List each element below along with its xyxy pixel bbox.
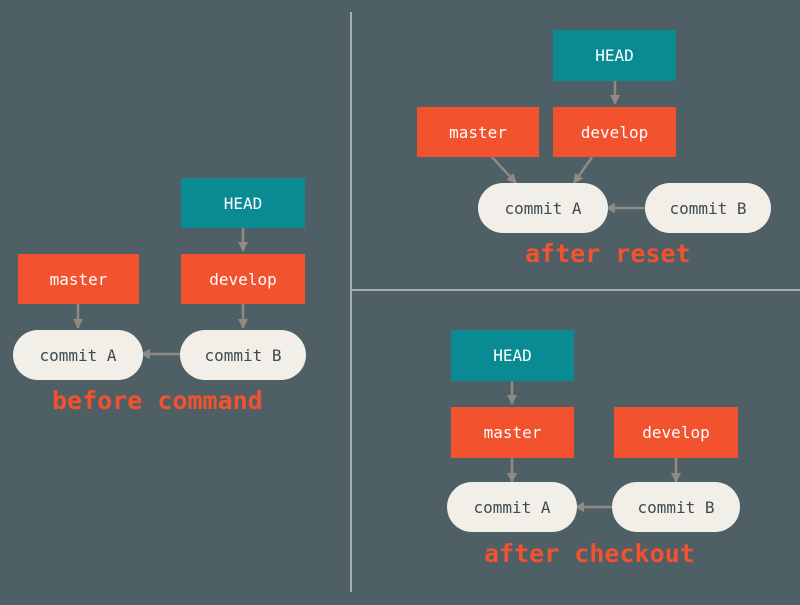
commit-b-reset: commit B — [645, 183, 771, 233]
master-branch-before: master — [18, 254, 139, 304]
develop-branch-reset: develop — [553, 107, 676, 157]
commit-b-checkout: commit B — [612, 482, 740, 532]
caption-after-checkout: after checkout — [484, 539, 695, 568]
head-ref-checkout: HEAD — [451, 330, 574, 381]
head-ref-reset: HEAD — [553, 30, 676, 81]
vertical-divider — [350, 12, 352, 592]
develop-branch-checkout: develop — [614, 407, 738, 458]
head-ref-before: HEAD — [181, 178, 305, 228]
commit-a-checkout: commit A — [447, 482, 577, 532]
caption-before-command: before command — [52, 386, 263, 415]
horizontal-divider — [351, 289, 800, 291]
commit-a-reset: commit A — [478, 183, 608, 233]
commit-a-before: commit A — [13, 330, 143, 380]
caption-after-reset: after reset — [525, 239, 691, 268]
develop-branch-before: develop — [181, 254, 305, 304]
master-branch-reset: master — [417, 107, 539, 157]
arrow-master-to-commit-a-reset — [491, 156, 517, 184]
commit-b-before: commit B — [180, 330, 306, 380]
arrow-develop-to-commit-a-reset — [572, 156, 594, 184]
master-branch-checkout: master — [451, 407, 574, 458]
